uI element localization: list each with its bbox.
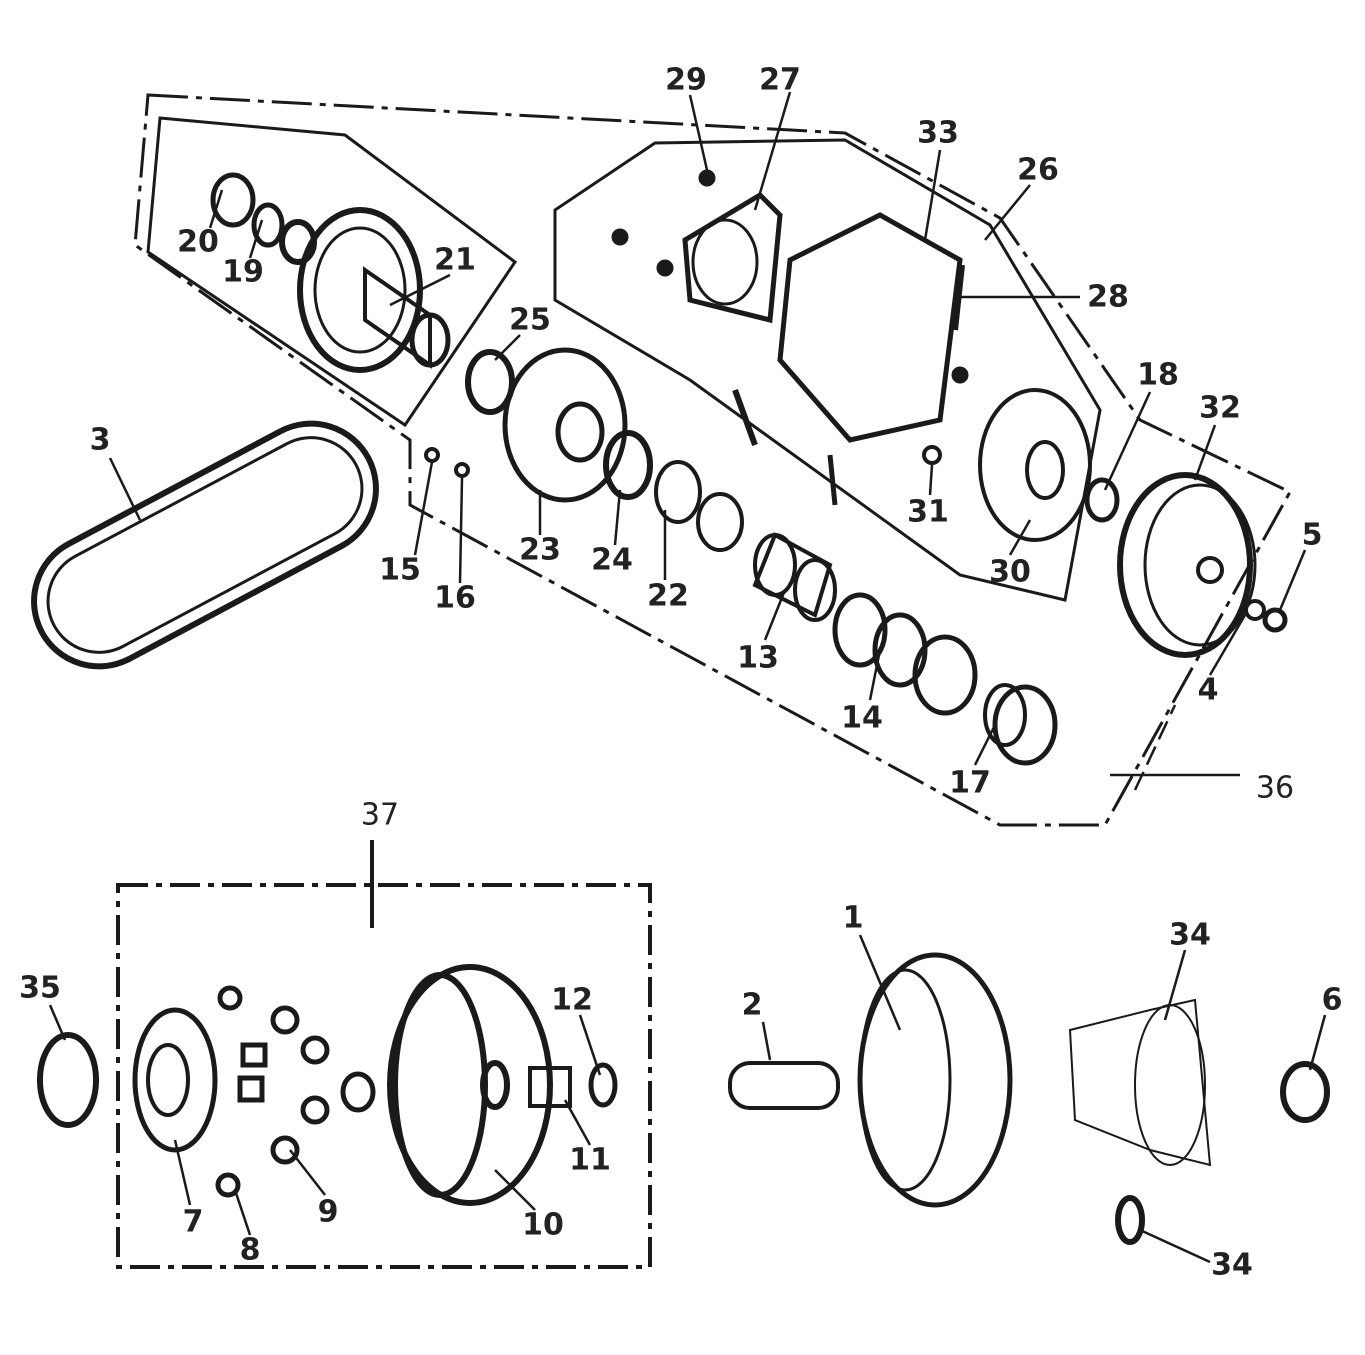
part-label: 33: [917, 115, 959, 151]
bushing-2: [728, 1061, 840, 1110]
part-label: 11: [569, 1142, 611, 1178]
plate-outline: [553, 138, 1102, 602]
part-label: 6: [1321, 982, 1343, 1018]
part-label: 35: [19, 970, 61, 1006]
nut-35: [37, 1032, 99, 1128]
inner-box-outline: [146, 116, 518, 428]
part-label: 37: [360, 797, 400, 833]
part-label: 30: [989, 554, 1031, 590]
part-label: 4: [1197, 672, 1219, 708]
part-label: 5: [1301, 517, 1323, 553]
pulley-10: [387, 964, 553, 1206]
part-label: 23: [519, 532, 561, 568]
part-label: 14: [841, 700, 883, 736]
part-label: 16: [434, 580, 476, 616]
part-label: 3: [89, 422, 111, 458]
part-label: 18: [1137, 357, 1179, 393]
part-label: 9: [317, 1194, 339, 1230]
part-label: 12: [551, 982, 593, 1018]
part-label: 24: [591, 542, 633, 578]
spring-14: [832, 592, 888, 668]
bracket-27: [682, 191, 783, 324]
assembly-37-box: [116, 883, 652, 1269]
leader-lines: [48, 91, 1327, 1264]
part-label: 7: [182, 1204, 204, 1240]
clutch-bell-32: [1117, 472, 1253, 658]
belt: [31, 420, 379, 670]
part-label: 34: [1169, 917, 1211, 953]
part-label: 13: [737, 640, 779, 676]
assembly-36-outline: [133, 93, 1293, 827]
clutch-shoes: [777, 212, 963, 443]
part-label: 34: [1211, 1247, 1253, 1283]
part-label: 27: [759, 62, 801, 98]
part-label: 22: [647, 578, 689, 614]
washer-34: [1115, 1195, 1145, 1245]
part-label: 10: [522, 1207, 564, 1243]
part-label: 2: [741, 987, 763, 1023]
part-label: 17: [949, 765, 991, 801]
sleeve-13: [752, 532, 833, 618]
part-label: 15: [379, 552, 421, 588]
ramp-plate-7: [132, 1007, 218, 1153]
nut-6: [1280, 1061, 1330, 1123]
part-label: 26: [1017, 152, 1059, 188]
part-label: 21: [434, 242, 476, 278]
part-label: 36: [1255, 770, 1295, 806]
fan-1: [857, 952, 1013, 1208]
plate-30: [978, 388, 1092, 542]
part-label: 28: [1087, 279, 1129, 315]
part-label: 8: [239, 1232, 261, 1268]
part-label: 25: [509, 302, 551, 338]
part-label: 32: [1199, 390, 1241, 426]
seal-25: [465, 349, 515, 415]
clutch-plate-23: [502, 347, 628, 503]
bearing-20: [210, 172, 256, 228]
part-label: 1: [842, 900, 864, 936]
part-label: 31: [907, 494, 949, 530]
housing-34: [1068, 998, 1212, 1167]
part-label: 29: [665, 62, 707, 98]
part-label: 19: [222, 254, 264, 290]
part-label: 20: [177, 224, 219, 260]
